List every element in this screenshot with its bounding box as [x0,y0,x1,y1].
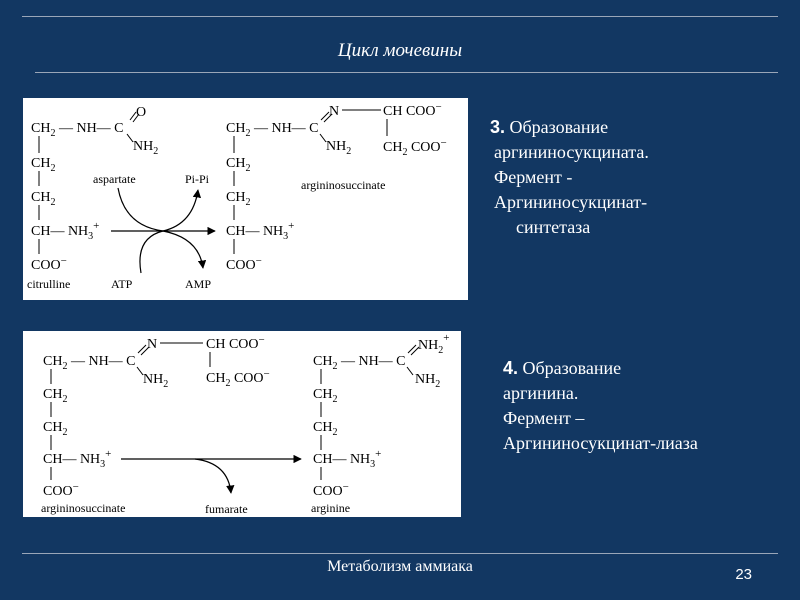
label-argininosuccinate: argininosuccinate [301,178,385,192]
svg-text:NH2: NH2 [326,139,351,157]
step3-line1: Образование [509,117,609,137]
svg-text:CH— NH3+: CH— NH3+ [313,448,381,470]
svg-text:CH— NH3+: CH— NH3+ [43,448,111,470]
step3-line2: аргининосукцината. [494,142,649,162]
svg-text:CH COO−: CH COO− [383,101,442,119]
top-rule [22,16,778,17]
step4-line1: Образование [522,358,622,378]
svg-text:CH2: CH2 [226,190,250,208]
svg-text:NH2+: NH2+ [418,332,449,356]
svg-text:CH2 — NH— C: CH2 — NH— C [313,354,406,372]
svg-text:NH2: NH2 [415,372,440,390]
svg-text:CH2: CH2 [43,420,67,438]
svg-text:CH2: CH2 [31,156,55,174]
step4-caption: 4. Образование аргинина. Фермент – Аргин… [503,356,698,456]
svg-text:CH2: CH2 [226,156,250,174]
reaction-panel-lyase: CH2 — NH— C N CH COO− CH2 COO− NH2 CH2 C… [23,331,461,517]
curved-arrow-aspartate-pipi [139,189,202,274]
step4-line2: аргинина. [503,383,579,403]
reaction-panel-synthetase: CH2 — NH— C O NH2 CH2 CH2 CH— NH3+ COO− … [23,98,468,300]
svg-text:CH2 — NH— C: CH2 — NH— C [43,354,136,372]
svg-text:COO−: COO− [31,255,67,273]
label-argininosuccinate-2: argininosuccinate [41,501,125,515]
label-aspartate: aspartate [93,172,136,186]
svg-text:CH2: CH2 [43,387,67,405]
label-atp: ATP [111,277,133,291]
slide-footer: Метаболизм аммиака [327,558,473,575]
svg-text:N: N [329,104,339,119]
arginine-structure: CH2 — NH— C NH2+ NH2 CH2 CH2 CH— NH3+ CO… [313,332,449,499]
argininosuccinate-structure-2: CH2 — NH— C N CH COO− CH2 COO− NH2 CH2 C… [43,334,270,499]
svg-text:CH2: CH2 [31,190,55,208]
svg-text:CH2 — NH— C: CH2 — NH— C [31,121,124,139]
citrulline-structure: CH2 — NH— C O NH2 CH2 CH2 CH— NH3+ COO− [31,105,158,273]
svg-text:CH— NH3+: CH— NH3+ [226,220,294,242]
curved-arrow-fumarate [194,458,235,494]
step3-number: 3. [490,117,506,137]
svg-text:CH COO−: CH COO− [206,334,265,352]
page-number: 23 [735,566,752,583]
label-citrulline: citrulline [27,277,70,291]
step3-caption: 3. Образование аргининосукцината. Фермен… [490,115,649,240]
svg-text:COO−: COO− [313,481,349,499]
svg-text:CH2 COO−: CH2 COO− [383,137,447,158]
reaction-diagram-2: CH2 — NH— C N CH COO− CH2 COO− NH2 CH2 C… [41,332,449,516]
svg-text:NH2: NH2 [133,139,158,157]
step3-line5: синтетаза [516,217,591,237]
slide-title: Цикл мочевины [337,40,463,61]
svg-text:NH2: NH2 [143,372,168,390]
title-rule [35,72,778,73]
label-amp: AMP [185,277,211,291]
label-arginine: arginine [311,501,350,515]
svg-text:COO−: COO− [226,255,262,273]
footer-rule [22,553,778,554]
svg-text:COO−: COO− [43,481,79,499]
svg-text:CH2: CH2 [313,420,337,438]
step4-line4: Аргининосукцинат-лиаза [503,433,698,453]
step4-line3: Фермент – [503,408,585,428]
svg-text:CH— NH3+: CH— NH3+ [31,220,99,242]
step3-line4: Аргининосукцинат- [494,192,648,212]
label-fumarate: fumarate [205,502,248,516]
curved-arrow-atp-amp [117,187,207,269]
label-pipi: Pi-Pi [185,172,210,186]
svg-text:CH2: CH2 [313,387,337,405]
step4-number: 4. [503,358,519,378]
reaction-diagram-1: CH2 — NH— C O NH2 CH2 CH2 CH— NH3+ COO− … [27,101,447,291]
argininosuccinate-structure: CH2 — NH— C N CH COO− CH2 COO− NH2 CH2 C… [226,101,447,273]
svg-text:O: O [136,105,146,120]
svg-text:N: N [147,337,157,352]
step3-line3: Фермент - [494,167,573,187]
svg-text:CH2 — NH— C: CH2 — NH— C [226,121,319,139]
svg-text:CH2 COO−: CH2 COO− [206,368,270,389]
